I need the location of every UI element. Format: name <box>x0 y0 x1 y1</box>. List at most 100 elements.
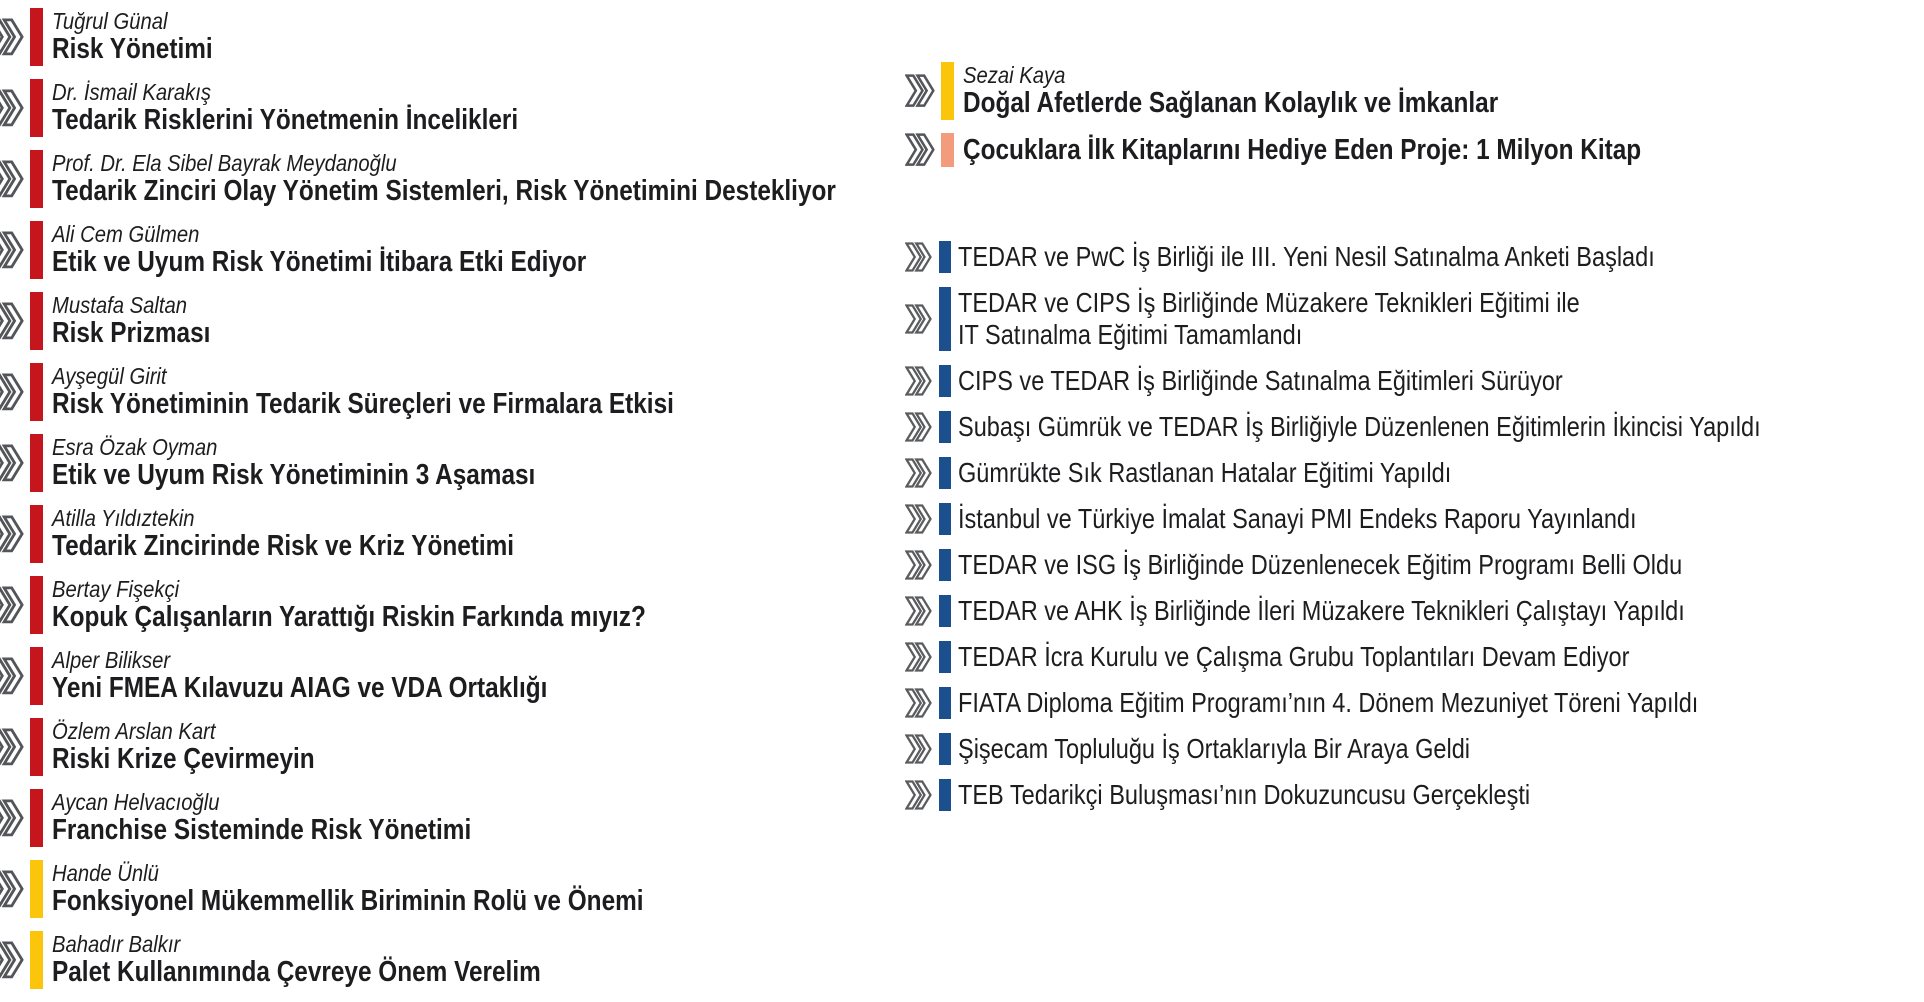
entry-author: Dr. İsmail Karakış <box>52 80 607 104</box>
entry-title-text: Risk Prizması <box>52 317 211 349</box>
entry-title: Fonksiyonel Mükemmellik Biriminin Rolü v… <box>52 886 756 917</box>
news-item-text: CIPS ve TEDAR İş Birliğinde Satınalma Eğ… <box>958 365 1678 397</box>
entry-text: Çocuklara İlk Kitaplarını Hediye Eden Pr… <box>963 133 1770 167</box>
color-bar <box>939 687 951 719</box>
entry-author-text: Esra Özak Oyman <box>52 434 218 460</box>
toc-entry: Alper Bilikser Yeni FMEA Kılavuzu AIAG v… <box>0 647 905 705</box>
news-item-text: TEDAR ve CIPS İş Birliğinde Müzakere Tek… <box>958 287 1698 351</box>
entry-author-text: Alper Bilikser <box>52 647 171 673</box>
double-chevron-icon <box>0 89 24 127</box>
toc-entry: Dr. İsmail Karakış Tedarik Risklerini Yö… <box>0 79 905 137</box>
entry-title: Tedarik Zinciri Olay Yönetim Sistemleri,… <box>52 176 985 207</box>
news-item-title-text: TEDAR ve PwC İş Birliği ile III. Yeni Ne… <box>958 241 1655 272</box>
entry-title-text: Tedarik Zinciri Olay Yönetim Sistemleri,… <box>52 175 836 207</box>
entry-title: Risk Yönetimi <box>52 34 243 65</box>
entry-title-text: Doğal Afetlerde Sağlanan Kolaylık ve İmk… <box>963 87 1499 119</box>
entry-author-text: Özlem Arslan Kart <box>52 718 216 744</box>
entry-text: Dr. İsmail Karakış Tedarik Risklerini Yö… <box>52 79 607 137</box>
color-bar <box>941 133 954 167</box>
entry-author-text: Hande Ünlü <box>52 860 159 886</box>
entry-author: Atilla Yıldıztekin <box>52 506 602 530</box>
entry-title-text: Etik ve Uyum Risk Yönetimi İtibara Etki … <box>52 246 587 278</box>
news-item-title-text: İstanbul ve Türkiye İmalat Sanayi PMI En… <box>958 503 1637 534</box>
news-item: İstanbul ve Türkiye İmalat Sanayi PMI En… <box>905 503 1924 535</box>
double-chevron-icon <box>0 18 24 56</box>
double-chevron-icon <box>0 160 24 198</box>
entry-title-text: Kopuk Çalışanların Yarattığı Riskin Fark… <box>52 601 646 633</box>
color-bar <box>939 457 951 489</box>
news-item-text: TEDAR ve ISG İş Birliğinde Düzenlenecek … <box>958 549 1820 581</box>
entry-author-text: Prof. Dr. Ela Sibel Bayrak Meydanoğlu <box>52 150 397 176</box>
toc-entry: Ali Cem Gülmen Etik ve Uyum Risk Yönetim… <box>0 221 905 279</box>
toc-entry: Bahadır Balkır Palet Kullanımında Çevrey… <box>0 931 905 989</box>
color-bar <box>939 595 951 627</box>
color-bar <box>939 733 951 765</box>
entry-title-text: Etik ve Uyum Risk Yönetiminin 3 Aşaması <box>52 459 536 491</box>
double-chevron-icon <box>0 231 24 269</box>
double-chevron-icon <box>0 657 24 695</box>
color-bar <box>939 549 951 581</box>
entry-author-text: Bahadır Balkır <box>52 931 181 957</box>
entry-title: Etik ve Uyum Risk Yönetiminin 3 Aşaması <box>52 460 627 491</box>
entry-title-text: Tedarik Zincirinde Risk ve Kriz Yönetimi <box>52 530 515 562</box>
news-item-title-text: TEDAR İcra Kurulu ve Çalışma Grubu Topla… <box>958 641 1630 672</box>
entry-title: Franchise Sisteminde Risk Yönetimi <box>52 815 551 846</box>
entry-title-text: Çocuklara İlk Kitaplarını Hediye Eden Pr… <box>963 133 1642 166</box>
news-item-text: Şişecam Topluluğu İş Ortaklarıyla Bir Ar… <box>958 733 1568 765</box>
color-bar <box>30 505 43 563</box>
entry-text: Aycan Helvacıoğlu Franchise Sisteminde R… <box>52 789 551 847</box>
color-bar <box>30 79 43 137</box>
toc-entry: Mustafa Saltan Risk Prizması <box>0 292 905 350</box>
news-item: TEB Tedarikçi Buluşması’nın Dokuzuncusu … <box>905 779 1924 811</box>
news-item-title: Gümrükte Sık Rastlanan Hatalar Eğitimi Y… <box>958 457 1545 489</box>
news-item-text: Gümrükte Sık Rastlanan Hatalar Eğitimi Y… <box>958 457 1545 489</box>
color-bar <box>30 931 43 989</box>
entry-title-text: Fonksiyonel Mükemmellik Biriminin Rolü v… <box>52 885 644 917</box>
news-item: TEDAR ve PwC İş Birliği ile III. Yeni Ne… <box>905 241 1924 273</box>
entry-author: Hande Ünlü <box>52 861 756 885</box>
color-bar <box>30 860 43 918</box>
entry-author: Bertay Fişekçi <box>52 577 759 601</box>
entry-author-text: Dr. İsmail Karakış <box>52 79 211 105</box>
news-item: TEDAR ve AHK İş Birliğinde İleri Müzaker… <box>905 595 1924 627</box>
double-chevron-icon <box>905 734 932 764</box>
entry-author-text: Atilla Yıldıztekin <box>52 505 195 531</box>
entry-author: Tuğrul Günal <box>52 9 243 33</box>
double-chevron-icon <box>0 870 24 908</box>
news-item: Şişecam Topluluğu İş Ortaklarıyla Bir Ar… <box>905 733 1924 765</box>
entry-author: Mustafa Saltan <box>52 293 241 317</box>
color-bar <box>939 779 951 811</box>
entry-title: Etik ve Uyum Risk Yönetimi İtibara Etki … <box>52 247 688 278</box>
double-chevron-icon <box>0 799 24 837</box>
news-item: Subaşı Gümrük ve TEDAR İş Birliğiyle Düz… <box>905 411 1924 443</box>
toc-entry: Aycan Helvacıoğlu Franchise Sisteminde R… <box>0 789 905 847</box>
double-chevron-icon <box>905 642 932 672</box>
color-bar <box>939 411 951 443</box>
news-item-title-text: Subaşı Gümrük ve TEDAR İş Birliğiyle Düz… <box>958 411 1761 442</box>
entry-title-text: Risk Yönetimi <box>52 33 213 65</box>
double-chevron-icon <box>0 444 24 482</box>
entry-text: Alper Bilikser Yeni FMEA Kılavuzu AIAG v… <box>52 647 642 705</box>
entry-author: Prof. Dr. Ela Sibel Bayrak Meydanoğlu <box>52 151 985 175</box>
news-item-title: TEDAR ve CIPS İş Birliğinde Müzakere Tek… <box>958 287 1698 319</box>
double-chevron-icon <box>905 550 932 580</box>
news-item-text: İstanbul ve Türkiye İmalat Sanayi PMI En… <box>958 503 1766 535</box>
toc-entry: Tuğrul Günal Risk Yönetimi <box>0 8 905 66</box>
news-item: Gümrükte Sık Rastlanan Hatalar Eğitimi Y… <box>905 457 1924 489</box>
news-item-text: TEDAR ve AHK İş Birliğinde İleri Müzaker… <box>958 595 1823 627</box>
toc-entry: Bertay Fişekçi Kopuk Çalışanların Yaratt… <box>0 576 905 634</box>
news-item-title: TEB Tedarikçi Buluşması’nın Dokuzuncusu … <box>958 779 1639 811</box>
double-chevron-icon <box>905 780 932 810</box>
news-item-title-text: Şişecam Topluluğu İş Ortaklarıyla Bir Ar… <box>958 733 1471 764</box>
toc-entry: Esra Özak Oyman Etik ve Uyum Risk Yöneti… <box>0 434 905 492</box>
color-bar <box>30 434 43 492</box>
entry-title-text: Risk Yönetiminin Tedarik Süreçleri ve Fi… <box>52 388 674 420</box>
news-item-text: TEDAR ve PwC İş Birliği ile III. Yeni Ne… <box>958 241 1787 273</box>
double-chevron-icon <box>0 586 24 624</box>
entry-text: Hande Ünlü Fonksiyonel Mükemmellik Birim… <box>52 860 756 918</box>
color-bar <box>30 150 43 208</box>
news-item-text: TEDAR İcra Kurulu ve Çalışma Grubu Topla… <box>958 641 1757 673</box>
entry-text: Ayşegül Girit Risk Yönetiminin Tedarik S… <box>52 363 792 421</box>
news-item: FIATA Diploma Eğitim Programı’nın 4. Dön… <box>905 687 1924 719</box>
color-bar <box>939 287 951 351</box>
